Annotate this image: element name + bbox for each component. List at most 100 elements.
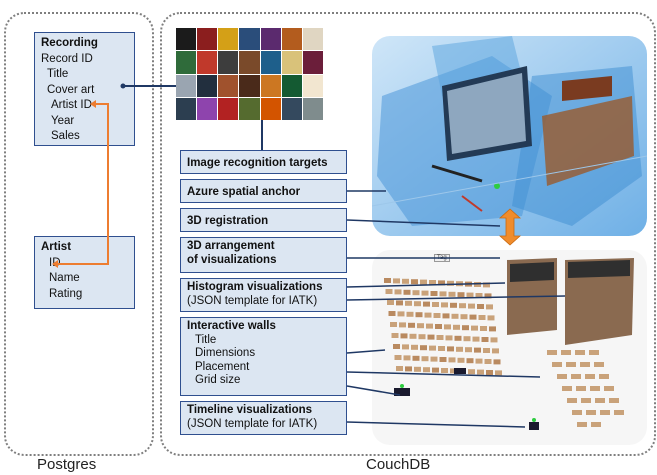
walls-link-1 [346, 349, 386, 354]
wall-bar [487, 315, 495, 321]
wall-bar [421, 356, 429, 362]
recording-field-title: Title [47, 68, 69, 80]
timeline-title: Timeline visualizations [187, 404, 313, 416]
album-cover-tile [239, 97, 260, 120]
wall-bar [484, 359, 492, 364]
recording-table: Recording Record ID Title Cover art Arti… [34, 32, 135, 146]
timeline-bar [580, 362, 590, 367]
wall-bar [433, 313, 441, 318]
wall-bar [391, 333, 399, 338]
artist-table: Artist ID Name Rating [34, 236, 135, 309]
wall-bar [415, 312, 423, 318]
album-cover-tile [302, 97, 323, 120]
wall-bar [477, 369, 484, 375]
wall-bar [489, 326, 496, 332]
id-arrowhead [52, 260, 58, 268]
timeline-bar [599, 374, 609, 379]
timeline-bar [557, 374, 567, 379]
walls-box: Interactive walls Title Dimensions Place… [180, 317, 347, 396]
wall-bar [394, 355, 402, 360]
wall-bar [405, 300, 412, 306]
wall-bar [400, 333, 408, 339]
wall-bar [457, 357, 465, 363]
couchdb-region [160, 12, 656, 456]
album-cover-tile [218, 74, 239, 97]
wall-bar [438, 346, 445, 351]
timeline-bar [581, 398, 591, 403]
wall-bar [484, 293, 492, 299]
wall-bar [399, 322, 406, 328]
wall-bar [417, 323, 424, 329]
album-cover-tile [260, 51, 281, 74]
wall-bar [442, 313, 450, 319]
recording-field-year: Year [51, 114, 75, 127]
histogram-subtitle: (JSON template for IATK) [187, 294, 318, 307]
wall-bar [439, 357, 447, 362]
wall-bar [451, 313, 459, 319]
wall-bar [478, 315, 486, 320]
wall-bar [384, 278, 391, 283]
wall-bar [403, 355, 411, 361]
wall-bar [435, 324, 442, 329]
couchdb-caption: CouchDB [366, 456, 431, 473]
wall-bar [468, 303, 475, 309]
timeline-bar [561, 350, 571, 355]
wall-bar [448, 291, 456, 297]
cover-art-dot [120, 83, 126, 89]
wall-bar [397, 311, 405, 317]
album-cover-tile [218, 28, 239, 51]
postgres-region [4, 12, 154, 456]
wall-bar [430, 356, 438, 362]
wall-bar [430, 291, 438, 296]
walls-field-grid-size: Grid size [195, 374, 241, 386]
wall-bar [483, 282, 490, 288]
walls-field-dimensions: Dimensions [195, 347, 256, 359]
album-cover-tile [197, 28, 218, 51]
wall-bar [411, 279, 418, 285]
wall-bar [423, 301, 430, 307]
timeline-subtitle: (JSON template for IATK) [187, 417, 318, 430]
image-recognition-label: Image recognition targets [187, 157, 328, 169]
artist-id-arrowhead [90, 100, 96, 108]
wall-bar [486, 304, 493, 310]
wall-bar [481, 337, 489, 342]
timeline-bar [589, 350, 599, 355]
timeline-bar [576, 386, 586, 391]
album-cover-tile [218, 97, 239, 120]
wall-bar [429, 345, 436, 351]
wall-bar [474, 347, 481, 353]
wall-bar [412, 355, 420, 361]
wall-bar [408, 322, 415, 328]
album-cover-tile [176, 97, 197, 120]
wall-bar [403, 289, 411, 295]
walls-title: Interactive walls [187, 320, 276, 332]
wall-bar [486, 370, 493, 375]
histogram-title: Histogram visualizations [187, 281, 323, 293]
wall-bar [480, 326, 487, 331]
timeline-bar [585, 374, 595, 379]
timeline-bar [600, 410, 610, 415]
album-cover-tile [239, 28, 260, 51]
wall-bar [441, 368, 448, 373]
wall-bar [475, 358, 483, 364]
walls-field-placement: Placement [195, 360, 250, 373]
arrangement-label-line1: 3D arrangement [187, 240, 275, 252]
walls-link-2 [346, 371, 541, 378]
wall-bar [493, 359, 501, 365]
arrangement-box: 3D arrangement of visualizations [180, 237, 347, 273]
recording-table-header: Recording [41, 37, 98, 49]
timeline-bar [562, 386, 572, 391]
timeline-bar [575, 350, 585, 355]
timeline-bar [604, 386, 614, 391]
album-cover-tile [176, 51, 197, 74]
wall-bar [402, 344, 409, 350]
wall-bar [427, 334, 435, 340]
wall-bar [492, 348, 499, 354]
wall-bar [439, 291, 447, 297]
histogram-link-1 [346, 282, 506, 288]
wall-bar [432, 302, 439, 307]
artist-field-name: Name [49, 272, 80, 284]
timeline-bar [594, 362, 604, 367]
wall-bar [444, 324, 451, 330]
album-cover-tile [260, 74, 281, 97]
